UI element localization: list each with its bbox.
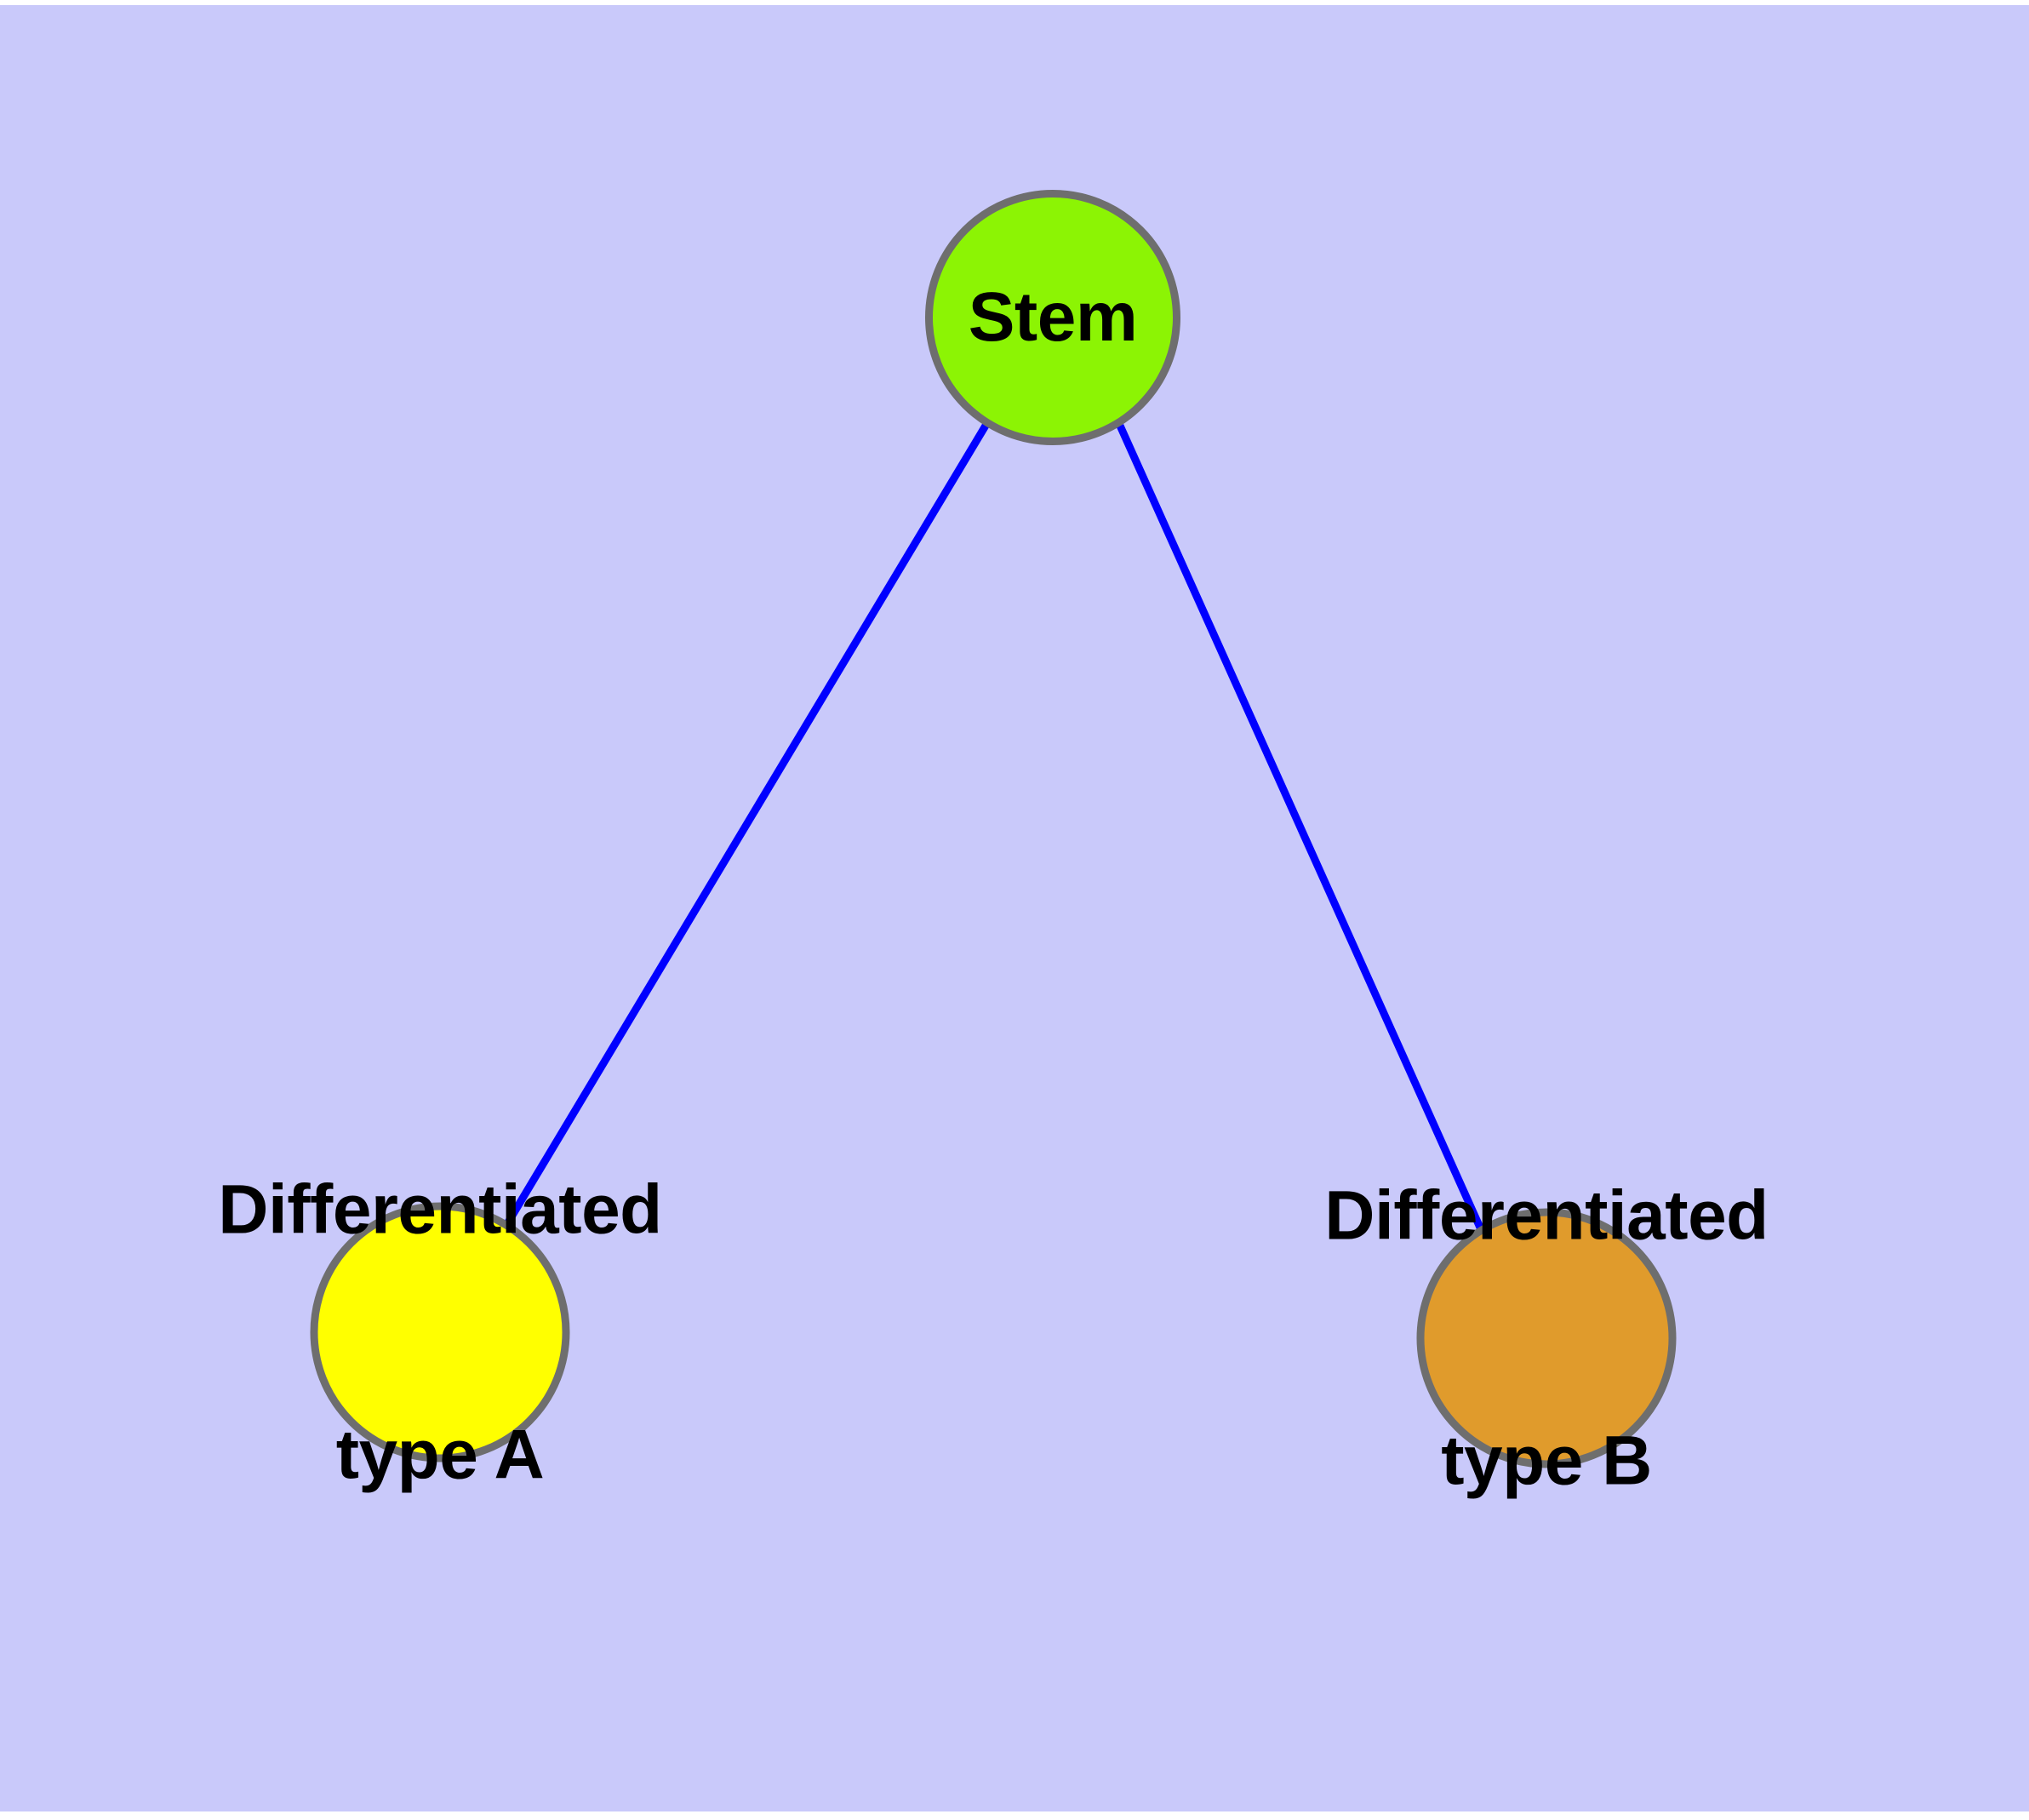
edge-stem-to-differentiated-type-b	[1116, 424, 1484, 1229]
edge-stem-to-differentiated-type-a	[505, 423, 989, 1225]
node-differentiated-type-a[interactable]	[310, 1202, 570, 1462]
node-differentiated-type-b[interactable]	[1416, 1208, 1677, 1468]
node-stem[interactable]	[925, 190, 1180, 445]
